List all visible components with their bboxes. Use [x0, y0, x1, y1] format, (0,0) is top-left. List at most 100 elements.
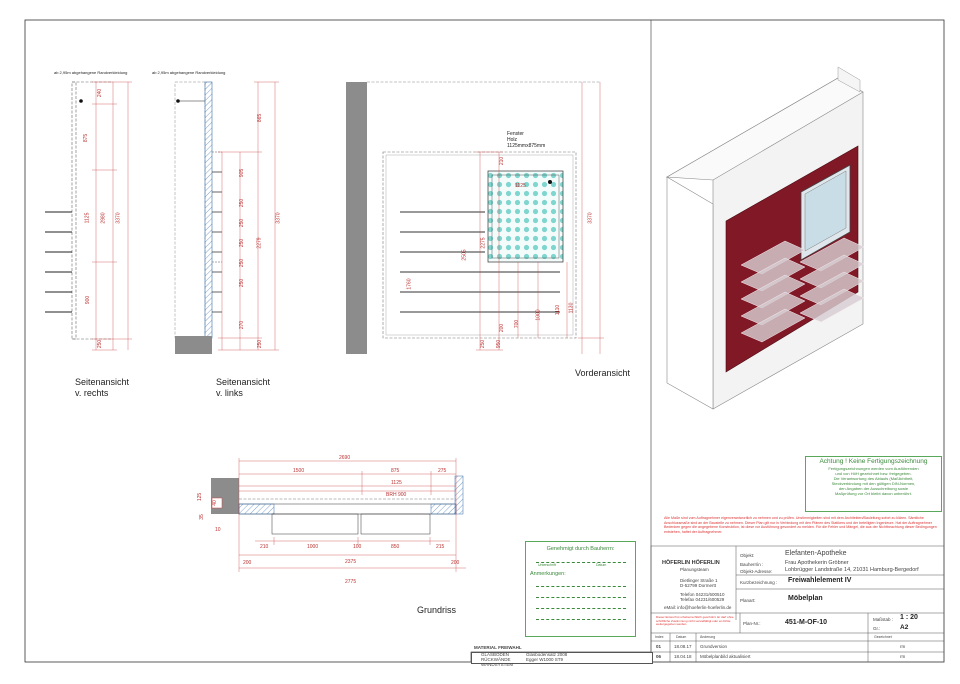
dim-label: 35 — [198, 514, 205, 520]
dim-label: 2775 — [345, 579, 357, 585]
company-address-2: D-52799 Dormertt — [680, 583, 717, 588]
index-header: Index — [655, 635, 664, 639]
client-value: Frau Apothekerin Gröbner — [785, 560, 849, 566]
material-row-label: RÜCKWÄNDE — [481, 657, 511, 662]
material-table: MATERIAL FREIWAHL GLASBODEN Glasbodensat… — [471, 645, 653, 667]
dim-label: 125 — [197, 492, 204, 502]
notice-line: und von HöH gezeichnet bzw. freigegeben. — [835, 471, 912, 476]
dim-label: 1500 — [293, 468, 305, 474]
side-left-title: Seitenansicht — [216, 377, 271, 387]
plan-number-value: 451-M-OF-10 — [785, 619, 828, 626]
front-view-title: Vorderansicht — [575, 368, 631, 378]
plan-number-label: Plan-Nr.: — [743, 621, 761, 626]
dim-label: 250 — [480, 339, 487, 349]
company-email: eMail: info@hoeferlin-hoeferlin.de — [664, 605, 732, 610]
change-cell: Möbelplanbild aktualisiert — [700, 654, 751, 659]
drawing-value: Freiwahlelement IV — [788, 577, 852, 584]
material-row-value: Glasbodensatz 2008 — [526, 652, 568, 657]
format-label: Gr.: — [873, 626, 881, 631]
approval-title: Genehmigt durch Bauherrn: — [546, 546, 615, 552]
dim-label: 250 — [239, 278, 246, 288]
dim-label: 3370 — [587, 212, 594, 224]
side-view-left — [174, 81, 279, 354]
plan-title: Grundriss — [417, 605, 457, 615]
side-left-note: ab 2,95m abgehangene Randverkleidung — [152, 70, 226, 75]
dim-label: 210 — [499, 156, 506, 166]
drawing-label: Kurzbezeichnung : — [740, 580, 778, 585]
change-header: Änderung — [700, 635, 716, 639]
dim-label: 875 — [83, 133, 90, 143]
drawn-cell: rm — [900, 654, 906, 659]
object-address-value: Lohbrügger Landstraße 14, 21031 Hamburg-… — [785, 567, 919, 573]
dim-label: 2690 — [339, 455, 351, 461]
dim-label: 1110 — [555, 304, 562, 316]
notice-line: Fertigungszeichnungen werden vom Ausführ… — [828, 466, 919, 471]
dim-label: 200 — [243, 560, 252, 566]
dim-label: 210 — [260, 544, 269, 550]
company-address-1: Dietlinger Straße 1 — [680, 578, 718, 583]
index-cell: 06 — [656, 654, 662, 659]
dim-label: 900 — [85, 295, 92, 305]
side-right-note: ab 2,95m abgehangene Randverkleidung — [54, 70, 128, 75]
client-label: Bauherr/in : — [740, 562, 764, 567]
dim-label: 200 — [499, 323, 506, 333]
object-label: Objekt: — [740, 553, 755, 558]
dim-label: 240 — [97, 88, 104, 98]
company-fax: Telefax 04231/600529 — [680, 597, 725, 602]
isometric-view — [665, 66, 865, 410]
change-cell: Grundversion — [700, 644, 728, 649]
date-cell: 18.08.17 — [674, 644, 692, 649]
floor-plan — [211, 458, 466, 572]
notice-line: Steckverbindung mit den gültigen DIN-Nor… — [831, 481, 916, 486]
side-left-subtitle: v. links — [216, 388, 243, 398]
object-address-label: Objekt-Adresse: — [740, 569, 773, 574]
company-sub: Planungsteam — [680, 567, 709, 572]
dim-label: 270 — [239, 320, 246, 330]
dim-label: 3370 — [275, 212, 282, 224]
front-view — [346, 81, 604, 354]
scale-value: 1 : 20 — [900, 614, 918, 621]
dim-label: 250 — [239, 198, 246, 208]
notice-line: Die Verantwortung des Ablaufs (Maßlichth… — [833, 476, 914, 481]
dim-label: 875 — [391, 468, 400, 474]
side-right-subtitle: v. rechts — [75, 388, 109, 398]
dim-label: 250 — [239, 218, 246, 228]
drawn-header: Gezeichnet — [874, 635, 892, 639]
window-note-1: Fenster — [507, 131, 524, 137]
dim-label: 1125 — [391, 480, 402, 486]
notice-line: den Angaben der Ausschreibung sowie — [838, 486, 909, 491]
company-name: HÖFERLIN HÖFERLIN — [662, 560, 720, 566]
dim-label: 250 — [239, 238, 246, 248]
dim-label: 215 — [436, 544, 445, 550]
material-row-value: Egger W1000 ST9 — [526, 657, 564, 662]
copyright-note: Dieser Entwurf ist urheberrechtlich gesc… — [656, 615, 734, 626]
notice-heading: Achtung ! Keine Fertigungszeichnung — [819, 458, 928, 465]
disclaimer-note: Alle Maße sind vom Auftragnehmer eigenve… — [664, 516, 937, 534]
material-row-label: WANDSYSTEM — [481, 662, 514, 667]
plan-type-value: Möbelplan — [788, 595, 823, 602]
dim-label: 865 — [257, 113, 264, 123]
dim-label: 3370 — [115, 212, 122, 224]
dim-label: 1760 — [406, 278, 413, 290]
dim-label: 250 — [97, 339, 104, 349]
company-logo: HÖFERLIN HÖFERLIN — [662, 560, 720, 566]
object-value: Elefanten-Apotheke — [785, 550, 847, 557]
dim-label: 2505 — [461, 249, 468, 261]
dim-label: 905 — [239, 168, 246, 178]
format-value: A2 — [900, 624, 909, 631]
dim-label: 2375 — [345, 559, 357, 565]
dim-label: 950 — [496, 339, 503, 349]
dim-label: BRH 900 — [386, 492, 407, 498]
material-table-header: MATERIAL FREIWAHL — [474, 645, 522, 650]
dim-label: 700 — [514, 319, 521, 329]
plan-type-label: Planart: — [740, 598, 756, 603]
dim-label: 275 — [438, 468, 447, 474]
dim-label: 1000 — [307, 544, 319, 550]
dim-label: 2275 — [480, 237, 487, 249]
dim-label: 200 — [451, 560, 460, 566]
material-row-label: GLASBODEN — [481, 652, 510, 657]
dim-label: 100 — [353, 544, 362, 550]
dim-label: 1000 — [535, 309, 542, 321]
